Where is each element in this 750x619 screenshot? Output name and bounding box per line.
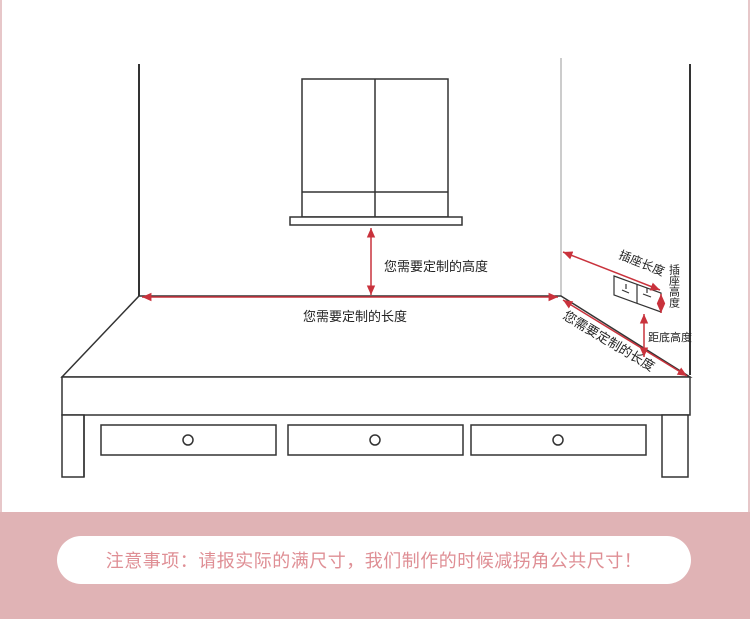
window-height-label: 您需要定制的高度 — [384, 259, 488, 275]
room-diagram: 您需要定制的高度 您需要定制的长度 您需要定制的长度 插座长度 插座高度 距底高… — [60, 58, 693, 478]
bench-front — [61, 376, 691, 478]
left-frame-line — [0, 0, 2, 512]
socket-height-text: 插座高度 — [668, 263, 681, 309]
drawer-knob-icon — [182, 434, 194, 446]
drawer-row — [100, 424, 647, 456]
drawer-knob-icon — [369, 434, 381, 446]
bottom-distance-label: 距底高度 — [648, 330, 692, 344]
socket-height-label: 插座高度 — [668, 263, 681, 309]
drawer-knob-icon — [552, 434, 564, 446]
side-length-arrow — [562, 299, 688, 377]
right-frame-line — [748, 0, 750, 512]
socket-length-label: 插座长度 — [617, 247, 667, 279]
notice-text: 注意事项：请报实际的满尺寸，我们制作的时候减拐角公共尺寸！ — [105, 551, 643, 572]
window-icon — [289, 78, 463, 226]
back-length-label: 您需要定制的长度 — [303, 309, 407, 325]
notice-pill: 注意事项：请报实际的满尺寸，我们制作的时候减拐角公共尺寸！ — [57, 536, 691, 584]
room-walls — [138, 58, 691, 375]
socket-length-arrow — [562, 251, 661, 291]
